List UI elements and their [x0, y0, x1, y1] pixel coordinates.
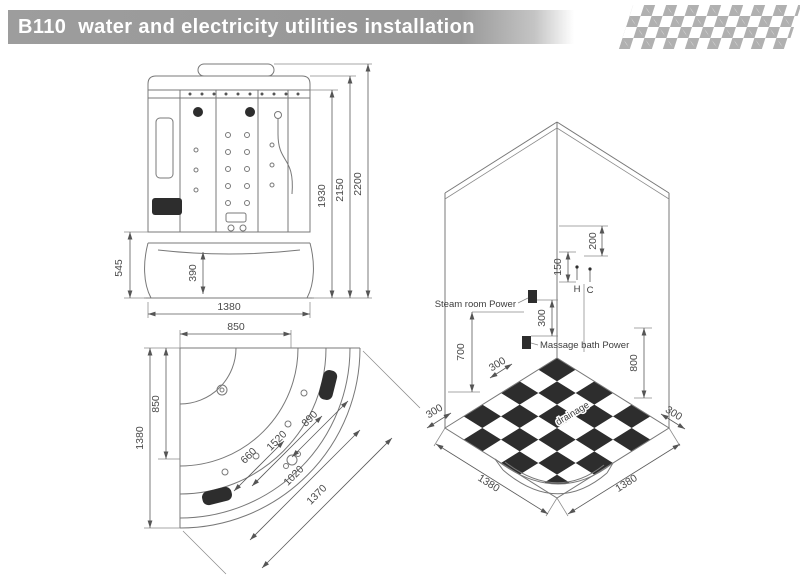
bathtub-front	[144, 242, 314, 299]
drain	[216, 384, 228, 396]
dim-tub-height: 545	[113, 259, 125, 277]
iso-fixtures	[517, 265, 592, 352]
dim-plan-890: 890	[299, 408, 320, 429]
roof-dome	[197, 63, 275, 77]
front-elevation-view: 545 390 1930 2150 2200 1380	[113, 63, 372, 318]
mirror	[155, 117, 174, 179]
isometric-view: 200 150 300 700 300 800 300 1380 1380 30…	[424, 121, 686, 517]
headrest-pillow	[318, 370, 338, 400]
dim-cabin-height: 1930	[316, 184, 328, 208]
speaker-icon	[193, 107, 203, 117]
plan-dimensions: 850 850 1380 890 1520 660 1020 1370	[134, 321, 421, 575]
top-lights	[188, 92, 300, 96]
hand-shower	[274, 111, 293, 195]
dim-iso-300-wall: 300	[536, 309, 548, 327]
control-panel	[152, 198, 182, 215]
faucet-set	[225, 212, 247, 232]
label-massage-bath-power: Massage bath Power	[540, 340, 629, 351]
dim-iso-1380-bottom-right: 1380	[613, 472, 639, 495]
plan-jets	[221, 389, 308, 476]
dim-plan-1020: 1020	[281, 463, 306, 488]
steam-power-box	[528, 290, 537, 303]
label-steam-room-power: Steam room Power	[435, 299, 516, 310]
dim-plan-1370: 1370	[304, 482, 329, 507]
headrest-pillow	[202, 486, 232, 506]
dim-total-height: 2200	[352, 172, 364, 196]
dim-roof-height: 2150	[334, 178, 346, 202]
dim-iso-700: 700	[455, 343, 467, 361]
dim-iso-200: 200	[587, 232, 599, 250]
dim-plan-850-top: 850	[227, 321, 245, 333]
label-hot: H	[574, 284, 581, 295]
dim-iso-150: 150	[552, 258, 564, 276]
iso-dimensions: 200 150 300 700 300 800 300 1380 1380 30…	[424, 225, 686, 517]
dim-cabin-width: 1380	[217, 301, 241, 313]
front-dimensions: 545 390 1930 2150 2200 1380	[113, 63, 372, 318]
steam-cabin-structure	[144, 63, 314, 299]
massage-jets	[193, 132, 275, 206]
page-title: B110 water and electricity utilities ins…	[18, 15, 475, 38]
dim-iso-1380-bottom-left: 1380	[476, 472, 502, 495]
dim-iso-300-bottom-right: 300	[663, 404, 684, 424]
massage-power-box	[522, 336, 531, 349]
plan-view: 850 850 1380 890 1520 660 1020 1370	[134, 321, 421, 575]
dim-plan-850-left: 850	[150, 395, 162, 413]
label-cold: C	[587, 285, 594, 296]
header-bar: B110 water and electricity utilities ins…	[8, 10, 574, 44]
speaker-icon	[245, 107, 255, 117]
dim-iso-300-mid: 300	[487, 355, 508, 375]
dim-iso-800: 800	[628, 354, 640, 372]
dim-tub-inner-depth: 390	[187, 264, 199, 282]
dim-plan-1380-left: 1380	[134, 426, 146, 450]
hot-water-stub	[575, 265, 579, 269]
cold-water-stub	[588, 267, 592, 271]
dim-plan-1520: 1520	[264, 428, 289, 453]
